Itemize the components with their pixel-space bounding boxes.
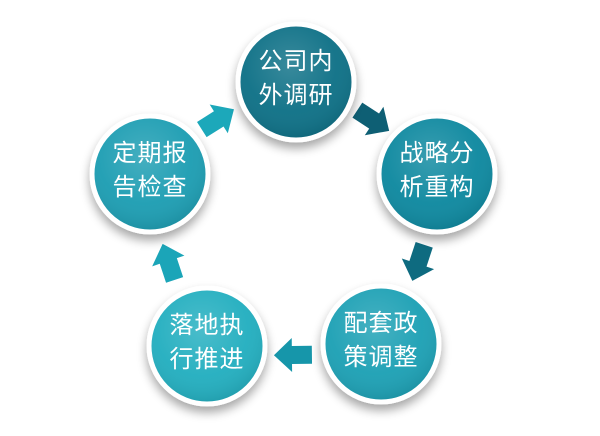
cycle-node-label: 定期报	[113, 139, 188, 167]
cycle-node-sheen	[94, 118, 206, 230]
cycle-node-label: 告检查	[113, 173, 188, 201]
cycle-node-sheen	[240, 26, 352, 138]
cycle-node-label: 析重构	[400, 173, 475, 201]
cycle-arrow-implement-to-review	[152, 243, 185, 283]
cycle-node-label: 外调研	[259, 81, 334, 109]
cycle-node-label: 配套政	[344, 309, 419, 337]
arrows-layer	[152, 102, 435, 373]
cycle-node-label: 行推进	[170, 345, 245, 373]
cycle-node-sheen	[325, 288, 437, 400]
cycle-arrow-policy-to-implement	[273, 338, 313, 373]
cycle-node-sheen	[151, 290, 263, 402]
cycle-node-label: 落地执	[170, 311, 245, 339]
cycle-node-label: 策调整	[344, 343, 419, 371]
cycle-node-sheen	[381, 118, 493, 230]
cycle-node-label: 公司内	[259, 47, 334, 75]
cycle-arrow-strategy-to-policy	[401, 241, 435, 281]
cycle-arrow-review-to-research	[197, 104, 234, 138]
cycle-arrow-research-to-strategy	[352, 102, 390, 136]
cycle-node-label: 战略分	[400, 139, 475, 167]
